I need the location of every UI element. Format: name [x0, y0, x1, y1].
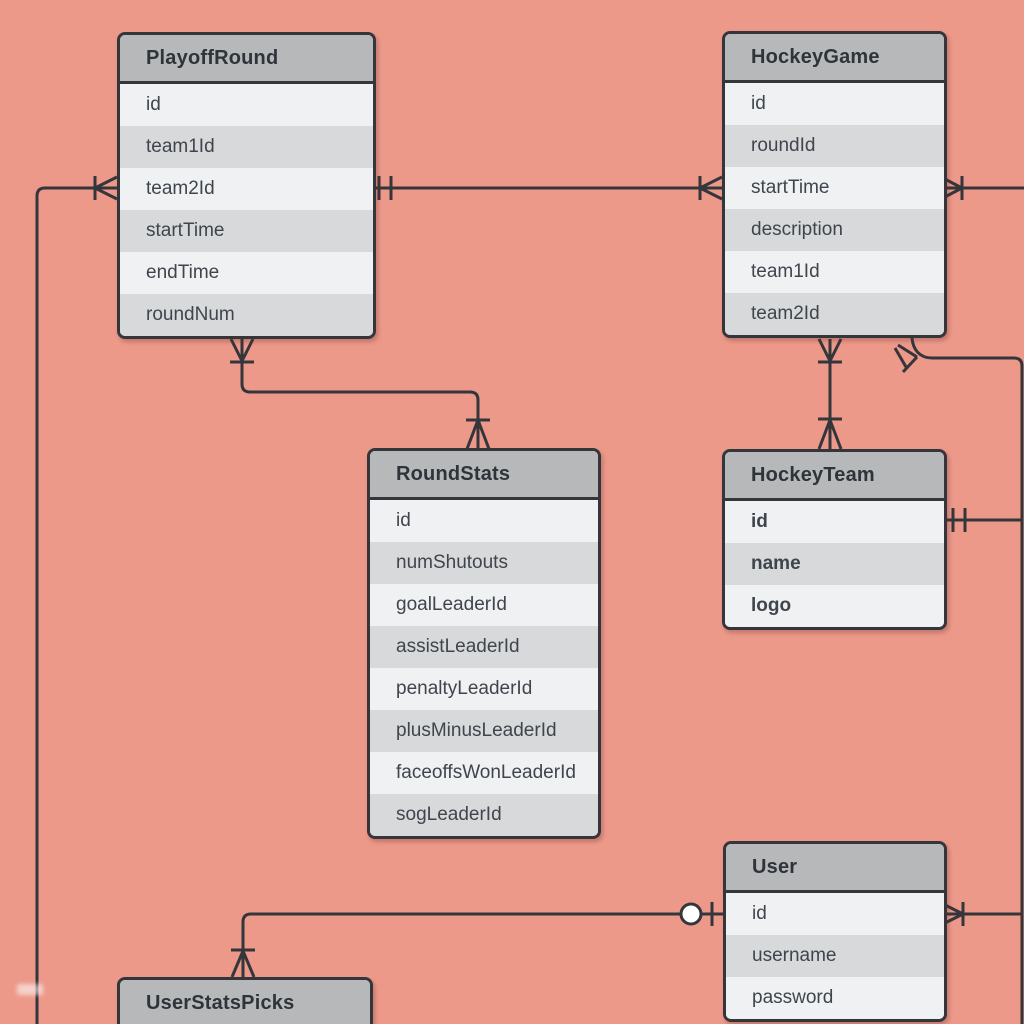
cardinality-one-bars-icon	[377, 176, 393, 200]
entity-field: id	[725, 501, 944, 543]
entity-field: password	[726, 977, 944, 1019]
entity-field: id	[370, 500, 598, 542]
entity-field: roundId	[725, 125, 944, 167]
entity-field: assistLeaderId	[370, 626, 598, 668]
conn-hockeygame-right-exit[interactable]	[940, 175, 1024, 201]
entity-title: PlayoffRound	[120, 35, 373, 84]
entity-field: startTime	[120, 210, 373, 252]
conn-hockeygame-right-rail[interactable]	[893, 337, 1024, 1024]
crows-foot-many-icon	[698, 175, 723, 201]
entity-field: id	[725, 83, 944, 125]
crows-foot-many-icon	[940, 175, 964, 201]
conn-user-userstatspicks[interactable]	[230, 902, 723, 978]
conn-hockeyteam-right-rail[interactable]	[941, 508, 1022, 532]
entity-field: id	[726, 893, 944, 935]
entity-field: id	[120, 84, 373, 126]
entity-field: penaltyLeaderId	[370, 668, 598, 710]
entity-field: team1Id	[725, 251, 944, 293]
crows-foot-many-icon	[230, 948, 256, 978]
watermark	[17, 984, 43, 995]
entity-title: UserStatsPicks	[120, 980, 370, 1024]
crows-foot-many-icon	[93, 175, 118, 201]
entity-field: roundNum	[120, 294, 373, 336]
entity-title: HockeyTeam	[725, 452, 944, 501]
entity-userstatspicks[interactable]: UserStatsPicks	[117, 977, 373, 1024]
entity-field: endTime	[120, 252, 373, 294]
conn-playoffround-hockeygame[interactable]	[370, 175, 723, 201]
entity-title: RoundStats	[370, 451, 598, 500]
entity-field: team2Id	[725, 293, 944, 335]
cardinality-zero-circle-icon	[679, 902, 703, 926]
entity-field: faceoffsWonLeaderId	[370, 752, 598, 794]
entity-title: HockeyGame	[725, 34, 944, 83]
connector-line	[35, 186, 95, 1024]
entity-field: name	[725, 543, 944, 585]
crows-foot-many-icon	[817, 417, 843, 450]
crows-foot-many-icon	[817, 338, 843, 364]
entity-field: description	[725, 209, 944, 251]
entity-field: numShutouts	[370, 542, 598, 584]
entity-field: plusMinusLeaderId	[370, 710, 598, 752]
crows-foot-many-icon	[893, 343, 919, 374]
connector-line	[240, 361, 480, 420]
crows-foot-many-icon	[465, 418, 491, 450]
entity-field: team2Id	[120, 168, 373, 210]
conn-hockeygame-hockeyteam[interactable]	[817, 338, 843, 450]
entity-field: startTime	[725, 167, 944, 209]
conn-playoffround-roundstats[interactable]	[229, 338, 491, 450]
entity-field: username	[726, 935, 944, 977]
crows-foot-many-icon	[940, 901, 965, 927]
crows-foot-many-icon	[229, 338, 255, 364]
entity-field: team1Id	[120, 126, 373, 168]
entity-title: User	[726, 844, 944, 893]
entity-field: goalLeaderId	[370, 584, 598, 626]
cardinality-one-bars-icon	[951, 508, 967, 532]
entity-field: logo	[725, 585, 944, 627]
entity-field: sogLeaderId	[370, 794, 598, 836]
connector-line	[910, 337, 1024, 1024]
conn-user-right-rail[interactable]	[940, 901, 1022, 927]
conn-playoffround-left-rail[interactable]	[35, 175, 118, 1024]
